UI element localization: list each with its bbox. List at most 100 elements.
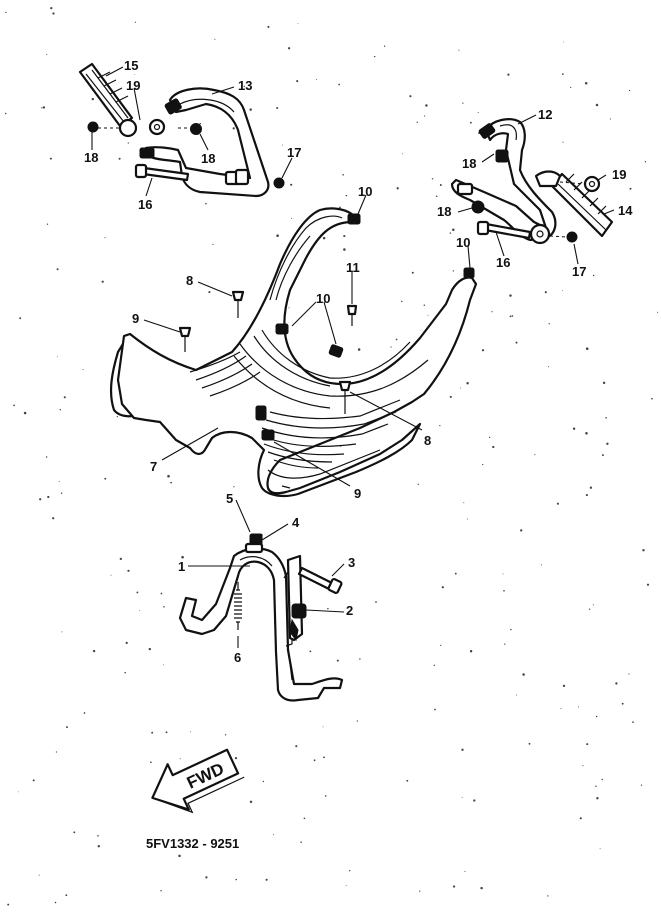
speckle [401, 300, 403, 303]
collar [291, 603, 307, 619]
speckle [461, 796, 463, 798]
speckle [233, 486, 235, 488]
speckle [425, 104, 428, 107]
speckle [118, 157, 121, 160]
speckle [502, 573, 504, 575]
speckle [482, 463, 484, 466]
speckle [212, 243, 214, 245]
speckle [7, 903, 10, 906]
speckle [464, 870, 466, 873]
speckle [595, 785, 597, 787]
speckle [561, 73, 564, 75]
speckle [167, 474, 170, 478]
speckle [205, 202, 207, 205]
speckle [577, 706, 579, 708]
speckle [47, 495, 50, 499]
speckle [570, 86, 572, 89]
left-footrest-assembly [78, 62, 285, 198]
speckle [466, 518, 468, 520]
speckle [290, 183, 293, 186]
speckle [406, 779, 409, 782]
speckle [528, 742, 531, 745]
speckle [4, 112, 7, 115]
speckle [509, 315, 512, 318]
speckle [556, 502, 559, 505]
speckle [45, 456, 48, 458]
speckle [162, 664, 164, 666]
speckle [5, 11, 7, 14]
speckle [178, 854, 181, 858]
speckle [460, 387, 462, 389]
speckle [402, 153, 403, 155]
speckle [262, 780, 264, 783]
speckle [63, 396, 66, 399]
speckle [82, 369, 84, 371]
speckle [66, 726, 68, 729]
speckle [309, 650, 312, 653]
speckle [235, 878, 237, 881]
callout-11: 11 [346, 260, 360, 275]
speckle [313, 759, 316, 762]
speckle [492, 445, 495, 449]
speckle [433, 664, 436, 667]
speckle [327, 607, 329, 610]
speckle [83, 712, 86, 714]
speckle [504, 643, 506, 645]
callout-17-left: 17 [287, 145, 301, 160]
callout-18-left-b: 18 [201, 151, 215, 166]
speckle [605, 417, 607, 419]
speckle [57, 356, 58, 358]
speckle [322, 726, 324, 728]
speckle [42, 106, 46, 109]
speckle [595, 103, 599, 107]
speckle [134, 74, 136, 75]
speckle [395, 338, 398, 341]
speckle [396, 187, 399, 190]
speckle [316, 79, 317, 81]
speckle [644, 161, 647, 163]
speckle [249, 800, 253, 804]
speckle [291, 217, 293, 219]
speckle [234, 756, 238, 760]
callouts: 15 19 13 18 18 17 16 12 18 19 18 14 16 1… [84, 58, 633, 665]
speckle [491, 311, 493, 313]
right-footrest-assembly [450, 118, 614, 245]
callout-10-middle: 10 [316, 291, 330, 306]
speckle [343, 235, 346, 238]
speckle [46, 54, 48, 56]
speckle [170, 481, 172, 484]
speckle [46, 223, 49, 225]
speckle [151, 731, 154, 734]
speckle [165, 731, 168, 734]
speckle [58, 480, 60, 482]
speckle [548, 366, 550, 368]
speckle [224, 734, 227, 736]
speckle [359, 658, 361, 660]
speckle [640, 784, 643, 786]
speckle [602, 381, 606, 385]
speckle [39, 498, 42, 501]
speckle [462, 102, 464, 104]
speckle [322, 236, 326, 240]
speckle [342, 174, 344, 176]
speckle [548, 323, 550, 325]
speckle [49, 157, 52, 160]
speckle [416, 121, 418, 123]
nut-right-2 [566, 231, 578, 243]
speckle [452, 885, 456, 888]
speckle [609, 118, 611, 120]
speckle [599, 848, 601, 850]
speckle [589, 486, 593, 489]
speckle [338, 83, 340, 86]
speckle [466, 381, 469, 385]
speckle [357, 348, 361, 351]
speckle [356, 720, 359, 722]
speckle [509, 294, 512, 297]
speckle [92, 649, 96, 653]
callout-17-right: 17 [572, 264, 586, 279]
speckle [441, 586, 444, 589]
speckle [13, 404, 15, 407]
callout-16-left: 16 [138, 197, 152, 212]
nut-left-2 [190, 123, 202, 135]
speckle [411, 271, 414, 274]
